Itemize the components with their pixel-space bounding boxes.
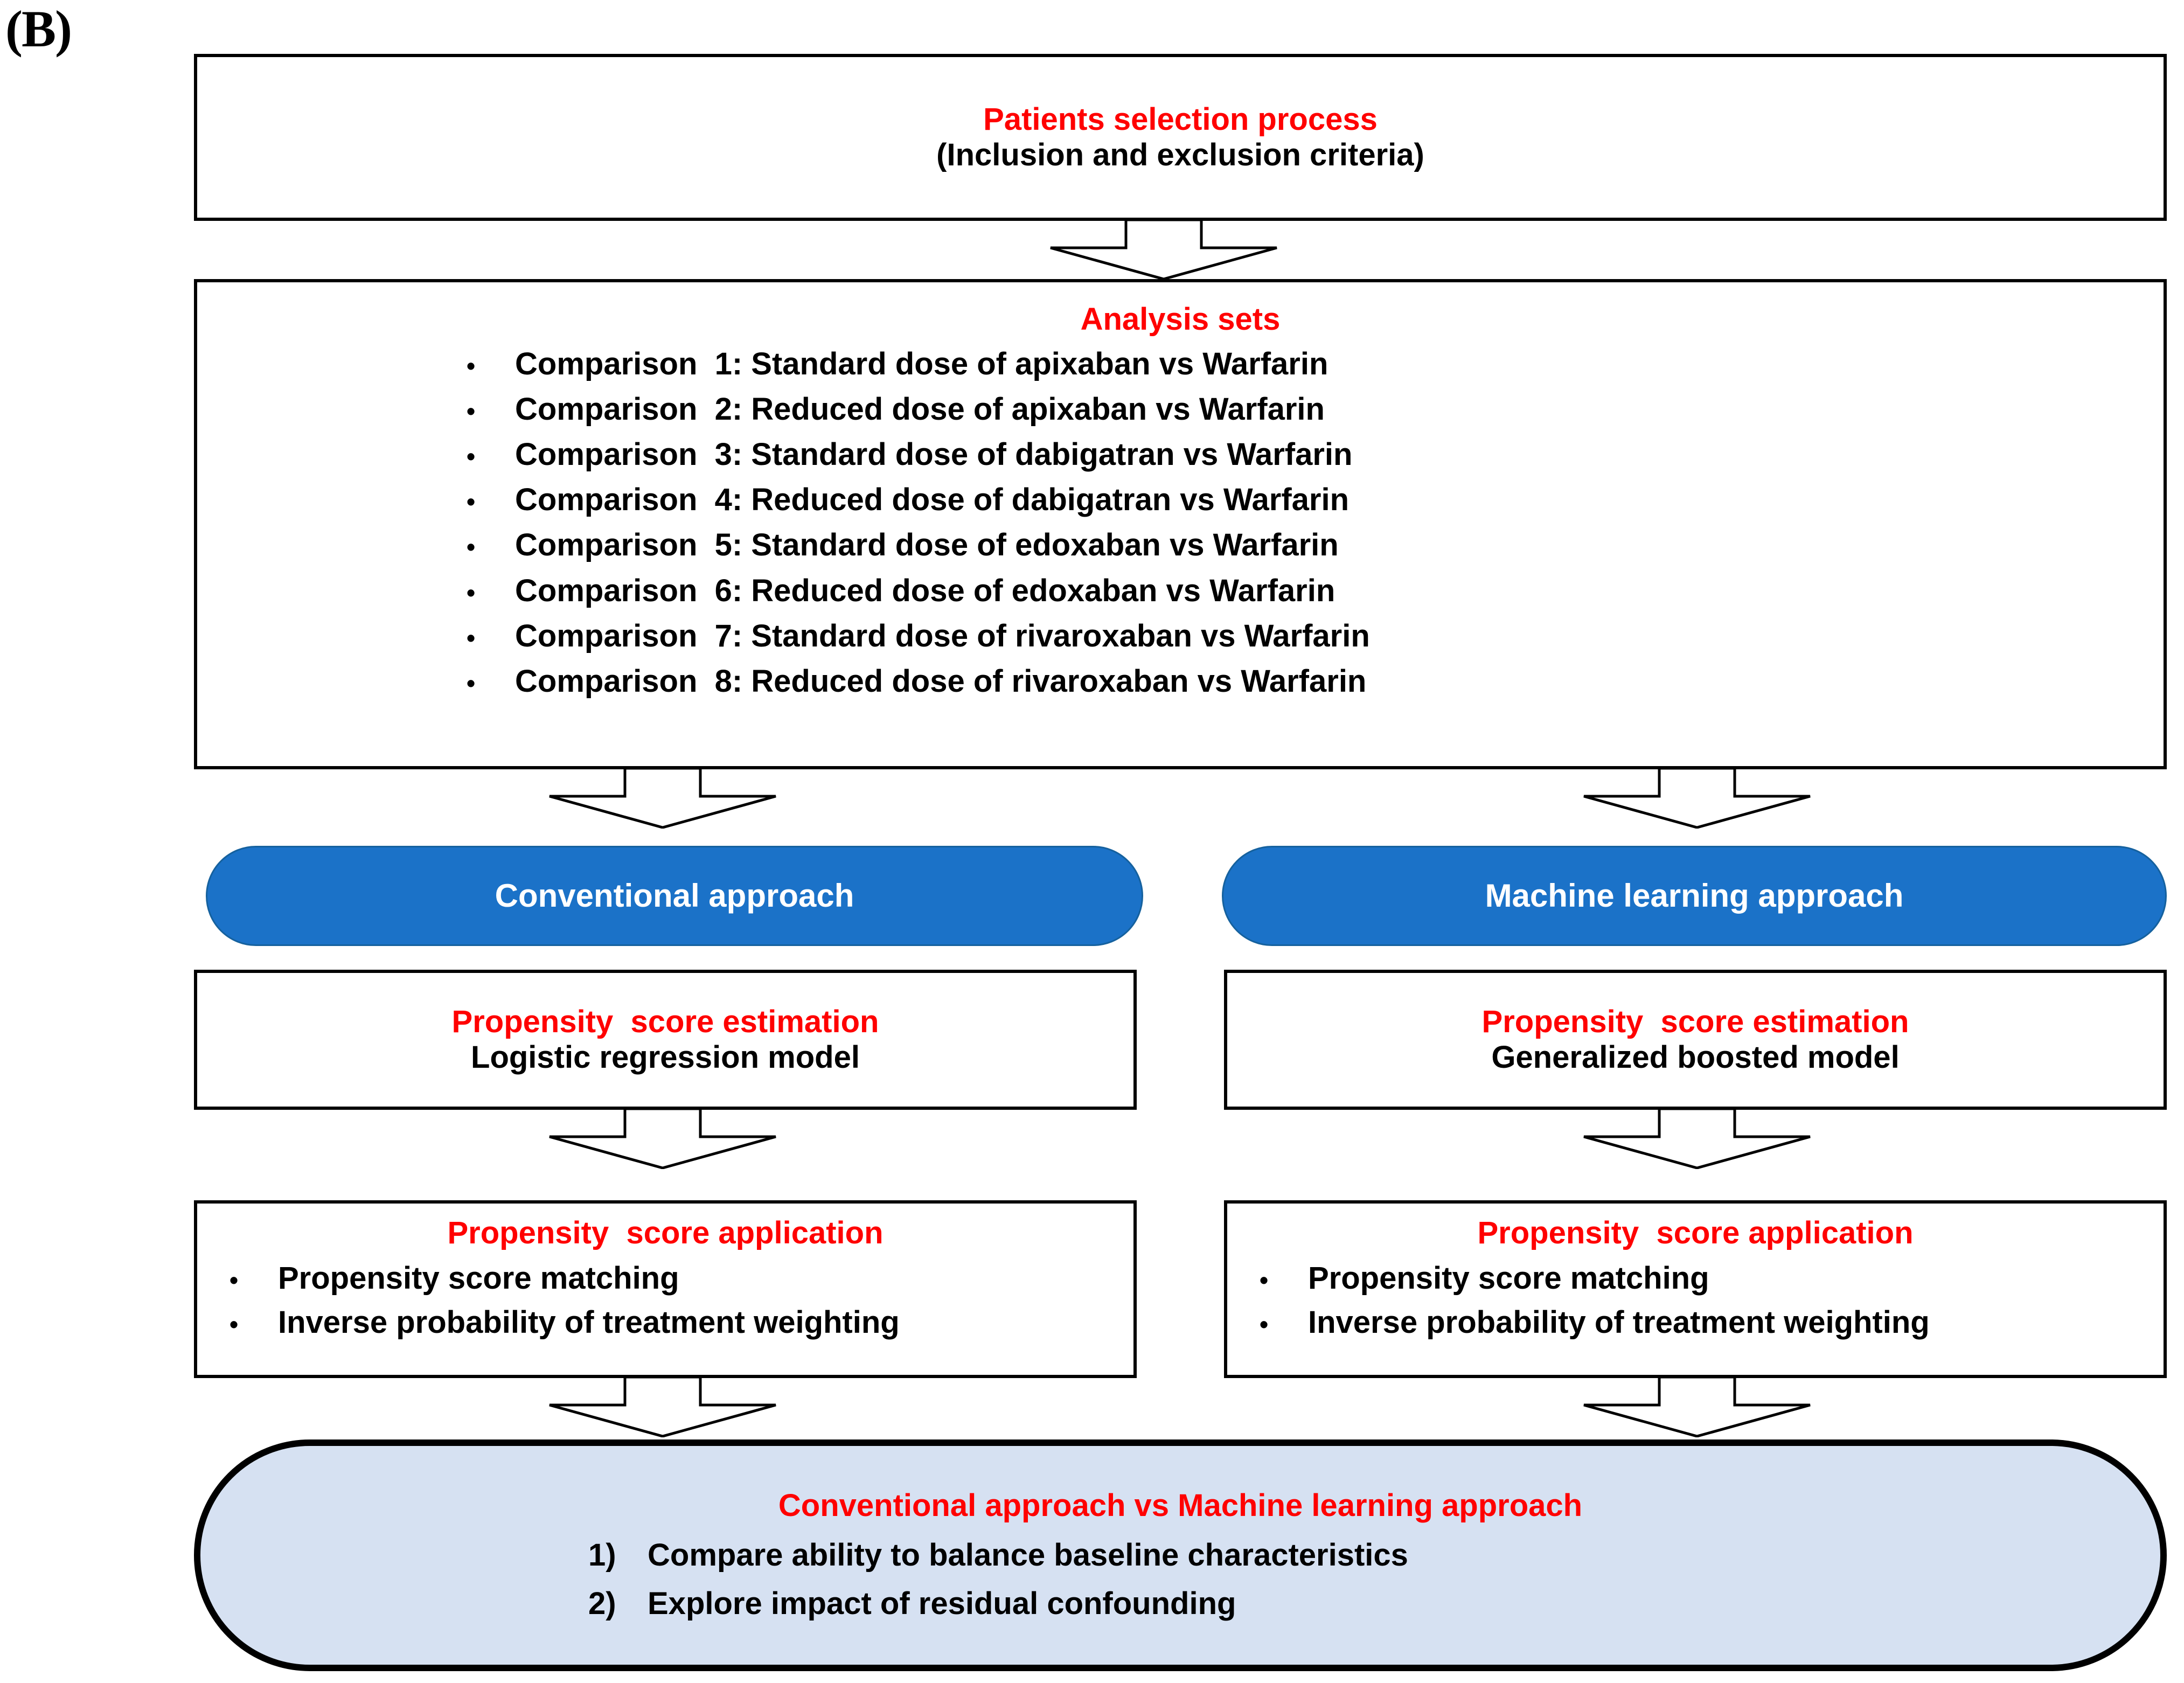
list-item-label: Comparison 5: Standard dose of edoxaban …: [515, 527, 1339, 563]
list-item-label: Compare ability to balance baseline char…: [648, 1538, 1408, 1573]
list-item-label: Explore impact of residual confounding: [648, 1586, 1236, 1622]
list-item: • Propensity score matching: [229, 1256, 1133, 1300]
list-item: • Inverse probability of treatment weigh…: [1260, 1300, 2164, 1345]
panel-label: (B): [5, 0, 72, 58]
list-item: • Comparison 4: Reduced dose of dabigatr…: [467, 477, 2164, 523]
list-item: 2) Explore impact of residual confoundin…: [588, 1580, 1236, 1628]
list-item: • Inverse probability of treatment weigh…: [229, 1300, 1133, 1345]
list-item-label: Inverse probability of treatment weighti…: [1308, 1305, 1930, 1340]
arrow-analysis-to-conventional: [544, 768, 781, 829]
list-item-label: Propensity score matching: [278, 1261, 679, 1296]
arrow-right-estimation-to-application: [1578, 1109, 1816, 1169]
arrow-left-application-to-result: [544, 1377, 781, 1437]
list-item-marker: 2): [588, 1586, 616, 1622]
patients-selection-subtitle: (Inclusion and exclusion criteria): [936, 137, 1424, 172]
right-ps-estimation-model: Generalized boosted model: [1491, 1040, 1900, 1075]
comparison-result-box: Conventional approach vs Machine learnin…: [194, 1439, 2167, 1671]
conventional-approach-label: Conventional approach: [495, 878, 854, 914]
patients-selection-box: Patients selection process (Inclusion an…: [194, 54, 2167, 221]
bullet-icon: •: [467, 669, 476, 697]
list-item-marker: 1): [588, 1538, 616, 1573]
list-item: • Comparison 1: Standard dose of apixaba…: [467, 342, 2164, 387]
list-item: • Comparison 5: Standard dose of edoxaba…: [467, 523, 2164, 568]
bullet-icon: •: [467, 623, 476, 652]
machine-learning-approach-pill: Machine learning approach: [1222, 846, 2167, 946]
list-item-label: Comparison 3: Standard dose of dabigatra…: [515, 437, 1353, 472]
right-ps-estimation-title: Propensity score estimation: [1481, 1004, 1909, 1039]
comparison-result-title: Conventional approach vs Machine learnin…: [778, 1488, 1583, 1524]
list-item: 1) Compare ability to balance baseline c…: [588, 1531, 1408, 1580]
conventional-approach-pill: Conventional approach: [206, 846, 1143, 946]
list-item: • Propensity score matching: [1260, 1256, 2164, 1300]
bullet-icon: •: [467, 533, 476, 561]
arrow-right-application-to-result: [1578, 1377, 1816, 1437]
list-item-label: Comparison 8: Reduced dose of rivaroxaba…: [515, 663, 1367, 699]
list-item-label: Inverse probability of treatment weighti…: [278, 1305, 900, 1340]
right-ps-estimation-box: Propensity score estimation Generalized …: [1224, 970, 2167, 1110]
bullet-icon: •: [229, 1266, 239, 1295]
bullet-icon: •: [1260, 1266, 1269, 1295]
list-item: • Comparison 8: Reduced dose of rivaroxa…: [467, 659, 2164, 704]
left-ps-application-list: • Propensity score matching • Inverse pr…: [197, 1256, 1133, 1345]
analysis-sets-list: • Comparison 1: Standard dose of apixaba…: [197, 342, 2164, 704]
list-item-label: Comparison 1: Standard dose of apixaban …: [515, 346, 1329, 382]
bullet-icon: •: [467, 578, 476, 607]
list-item: • Comparison 7: Standard dose of rivarox…: [467, 614, 2164, 659]
analysis-sets-box: Analysis sets • Comparison 1: Standard d…: [194, 279, 2167, 769]
list-item-label: Propensity score matching: [1308, 1261, 1709, 1296]
right-ps-application-title: Propensity score application: [1477, 1215, 1914, 1250]
analysis-sets-title: Analysis sets: [1080, 302, 1281, 337]
list-item: • Comparison 6: Reduced dose of edoxaban…: [467, 568, 2164, 614]
list-item-label: Comparison 7: Standard dose of rivaroxab…: [515, 618, 1370, 653]
bullet-icon: •: [467, 352, 476, 380]
left-ps-application-box: Propensity score application • Propensit…: [194, 1200, 1137, 1378]
list-item-label: Comparison 4: Reduced dose of dabigatran…: [515, 482, 1350, 518]
list-item: • Comparison 3: Standard dose of dabigat…: [467, 432, 2164, 477]
machine-learning-approach-label: Machine learning approach: [1485, 878, 1904, 914]
bullet-icon: •: [467, 488, 476, 516]
list-item-label: Comparison 2: Reduced dose of apixaban v…: [515, 392, 1325, 427]
left-ps-application-title: Propensity score application: [447, 1215, 884, 1250]
list-item: • Comparison 2: Reduced dose of apixaban…: [467, 387, 2164, 432]
bullet-icon: •: [467, 442, 476, 471]
bullet-icon: •: [1260, 1310, 1269, 1339]
comparison-result-list: 1) Compare ability to balance baseline c…: [200, 1531, 2160, 1628]
left-ps-estimation-title: Propensity score estimation: [451, 1004, 879, 1039]
arrow-selection-to-analysis: [1045, 220, 1282, 280]
arrow-analysis-to-machine-learning: [1578, 768, 1816, 829]
bullet-icon: •: [229, 1310, 239, 1339]
left-ps-estimation-box: Propensity score estimation Logistic reg…: [194, 970, 1137, 1110]
patients-selection-title: Patients selection process: [983, 101, 1378, 137]
list-item-label: Comparison 6: Reduced dose of edoxaban v…: [515, 573, 1336, 608]
bullet-icon: •: [467, 397, 476, 426]
left-ps-estimation-model: Logistic regression model: [471, 1040, 860, 1075]
right-ps-application-box: Propensity score application • Propensit…: [1224, 1200, 2167, 1378]
arrow-left-estimation-to-application: [544, 1109, 781, 1169]
right-ps-application-list: • Propensity score matching • Inverse pr…: [1227, 1256, 2164, 1345]
